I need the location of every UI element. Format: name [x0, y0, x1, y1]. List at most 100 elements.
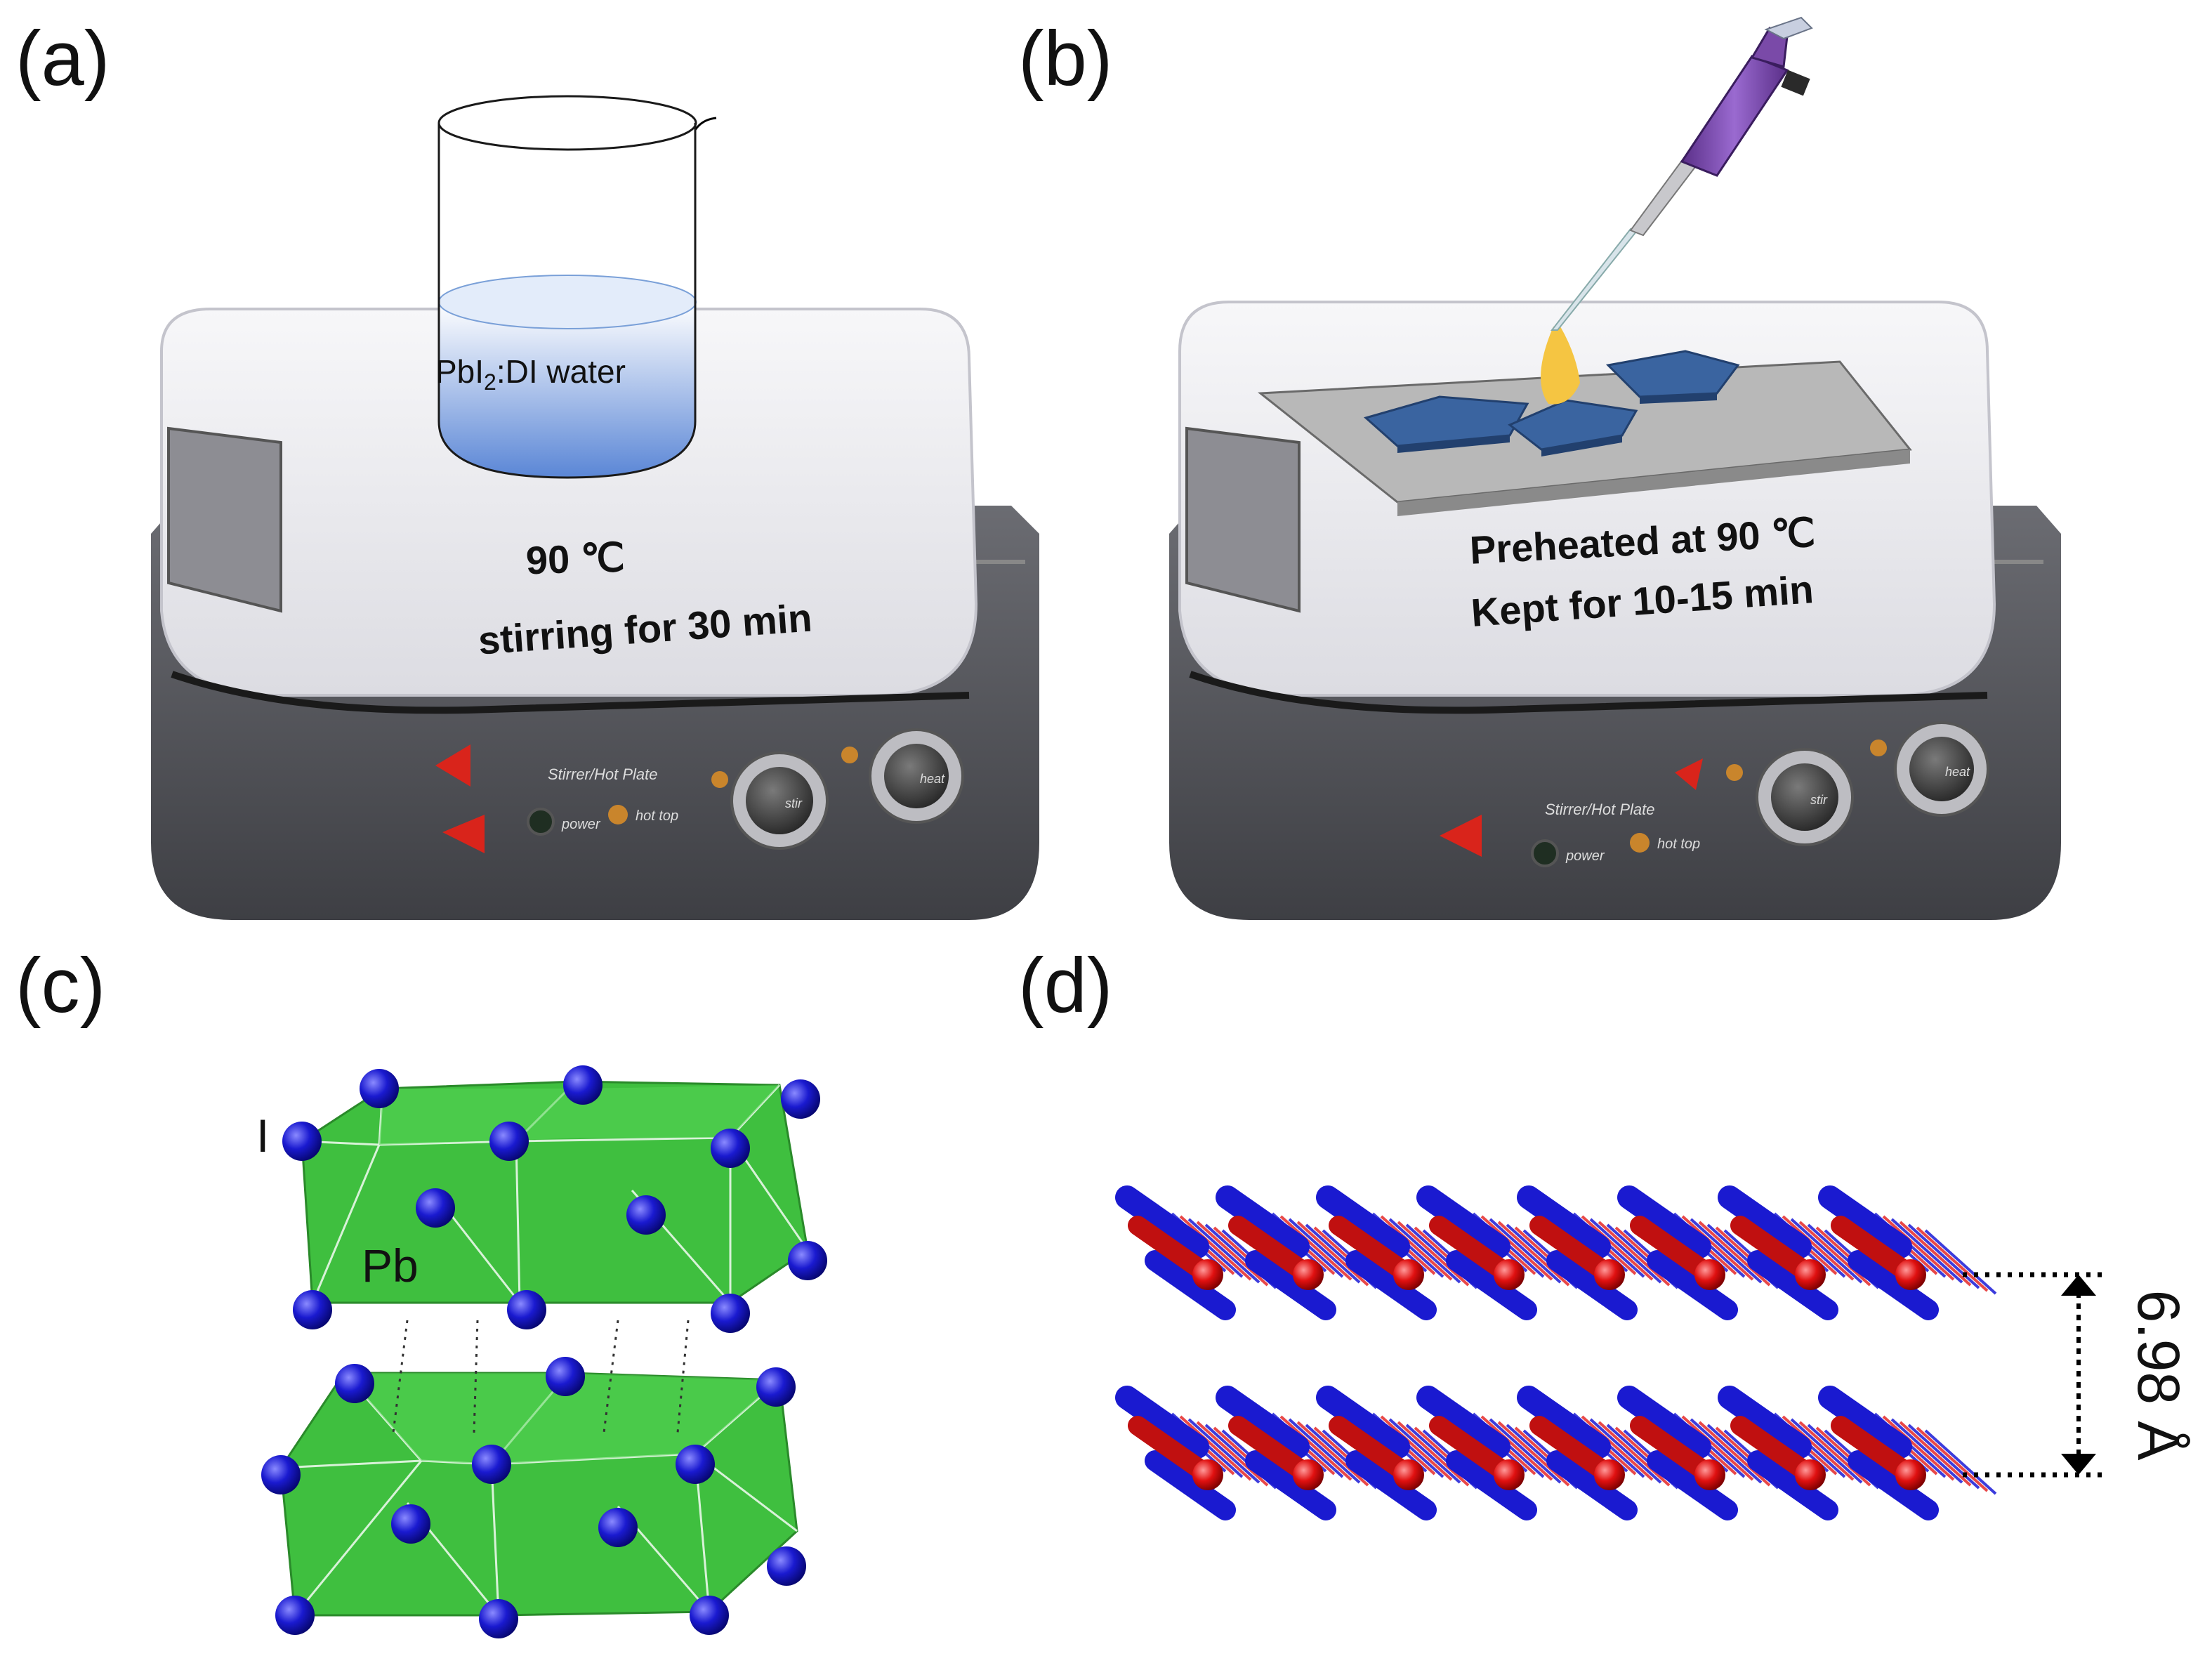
bond-line	[1882, 1415, 1955, 1481]
iodine-atom	[546, 1357, 585, 1396]
iodine-atom	[275, 1596, 315, 1635]
heat-knob[interactable]: heat	[869, 728, 964, 824]
iodine-rod	[1446, 1250, 1537, 1320]
iodine-rod	[1446, 1450, 1537, 1520]
lead-atom	[1293, 1459, 1324, 1490]
bond-line	[1489, 1218, 1562, 1284]
iodine-rod	[1647, 1450, 1738, 1520]
iodine-rod	[1617, 1185, 1711, 1259]
beaker-label: PbI2:DI water	[435, 353, 626, 395]
lead-atom	[1293, 1259, 1324, 1290]
bond-line	[1798, 1421, 1871, 1487]
arrow-icon	[435, 744, 470, 787]
iodine-atom	[472, 1445, 511, 1484]
iodine-rod	[1747, 1450, 1838, 1520]
bond-line	[1581, 1215, 1654, 1281]
hot-top-label: hot top	[636, 808, 678, 824]
iodine-atom	[563, 1065, 603, 1105]
bond-line	[1698, 1421, 1771, 1487]
beaker	[437, 95, 717, 479]
iodine-atom	[756, 1367, 796, 1407]
bond-line	[1288, 1418, 1361, 1484]
bond-line	[1882, 1215, 1955, 1281]
bond-line	[1179, 1215, 1252, 1281]
iodine-atom	[416, 1188, 455, 1228]
iodine-rod	[1747, 1250, 1838, 1320]
iodine-rod	[1115, 1185, 1209, 1259]
bond-line	[1581, 1415, 1654, 1481]
arrow-icon	[442, 815, 485, 853]
heat-knob[interactable]: heat	[1894, 721, 1989, 817]
bond-line	[1179, 1415, 1252, 1481]
bond-line	[1924, 1229, 1997, 1295]
iodine-label: I	[256, 1110, 269, 1162]
iodine-atom	[711, 1294, 750, 1333]
chain-unit	[1617, 1185, 1796, 1320]
chain-unit	[1818, 1185, 1997, 1320]
bond-line	[1296, 1221, 1369, 1287]
iodine-rod	[1546, 1250, 1638, 1320]
iodine-atom	[626, 1195, 666, 1235]
interlayer-spacing-label: 6.98 Å	[2126, 1290, 2192, 1461]
power-button[interactable]	[527, 808, 555, 836]
iodine-atom	[282, 1122, 322, 1161]
iodine-atom	[479, 1599, 518, 1638]
hotplate-a: Stirrer/Hot Plate power hot top stir hea…	[151, 308, 1039, 920]
brand-label: Stirrer/Hot Plate	[1545, 801, 1655, 818]
stir-knob[interactable]: stir	[730, 751, 829, 850]
iodine-rod	[1145, 1450, 1236, 1520]
heat-label: heat	[1945, 765, 1970, 779]
panel-d-label: (d)	[1018, 942, 1113, 1029]
iodine-rod	[1416, 1386, 1510, 1459]
lead-atom	[1694, 1259, 1725, 1290]
chain-unit	[1115, 1386, 1294, 1520]
iodine-rod	[1316, 1185, 1410, 1259]
bond-line	[1480, 1415, 1553, 1481]
panel-a-label: (a)	[15, 15, 110, 102]
bond-line	[1782, 1415, 1855, 1481]
lead-atom	[1192, 1259, 1223, 1290]
bond-line	[1890, 1218, 1963, 1284]
iodine-rod	[1245, 1250, 1336, 1320]
power-button[interactable]	[1531, 839, 1559, 867]
stir-knob[interactable]: stir	[1756, 748, 1854, 846]
bond-line	[1296, 1421, 1369, 1487]
iodine-atom	[489, 1122, 529, 1161]
bond-line	[1924, 1429, 1997, 1495]
bond-line	[1899, 1421, 1972, 1487]
iodine-rod	[1345, 1450, 1437, 1520]
van-der-waals-gap	[392, 1320, 690, 1433]
iodine-rod	[1848, 1250, 1939, 1320]
chain-unit	[1617, 1386, 1796, 1520]
pbi2-chain-layer-bottom	[1115, 1386, 1997, 1520]
flake	[1363, 395, 1529, 453]
bond-line	[1388, 1418, 1461, 1484]
stir-label: stir	[1810, 793, 1828, 807]
bond-line	[1798, 1221, 1871, 1287]
chain-unit	[1517, 1185, 1696, 1320]
bond-line	[1690, 1418, 1763, 1484]
chain-unit	[1216, 1185, 1395, 1320]
bond-line	[1698, 1221, 1771, 1287]
pipette-icon	[1550, 16, 1813, 331]
iodine-rod	[1345, 1250, 1437, 1320]
iodine-atom	[767, 1546, 806, 1586]
interlayer-spacing-marker	[1963, 1272, 2107, 1478]
bond-line	[1279, 1215, 1352, 1281]
stir-label: stir	[785, 796, 803, 810]
iodine-rod	[1216, 1185, 1310, 1259]
iodine-atom	[391, 1504, 430, 1544]
iodine-atom	[676, 1445, 715, 1484]
iodine-rod	[1848, 1450, 1939, 1520]
bond-line	[1497, 1421, 1570, 1487]
lead-atom	[1192, 1459, 1223, 1490]
iodine-rod	[1617, 1386, 1711, 1459]
iodine-rod	[1245, 1450, 1336, 1520]
iodine-rod	[1546, 1450, 1638, 1520]
lead-atom	[1795, 1259, 1826, 1290]
power-label: power	[1565, 848, 1605, 864]
hot-top-indicator	[1630, 833, 1650, 853]
bond-line	[1681, 1415, 1754, 1481]
arrow-icon	[1440, 815, 1482, 857]
